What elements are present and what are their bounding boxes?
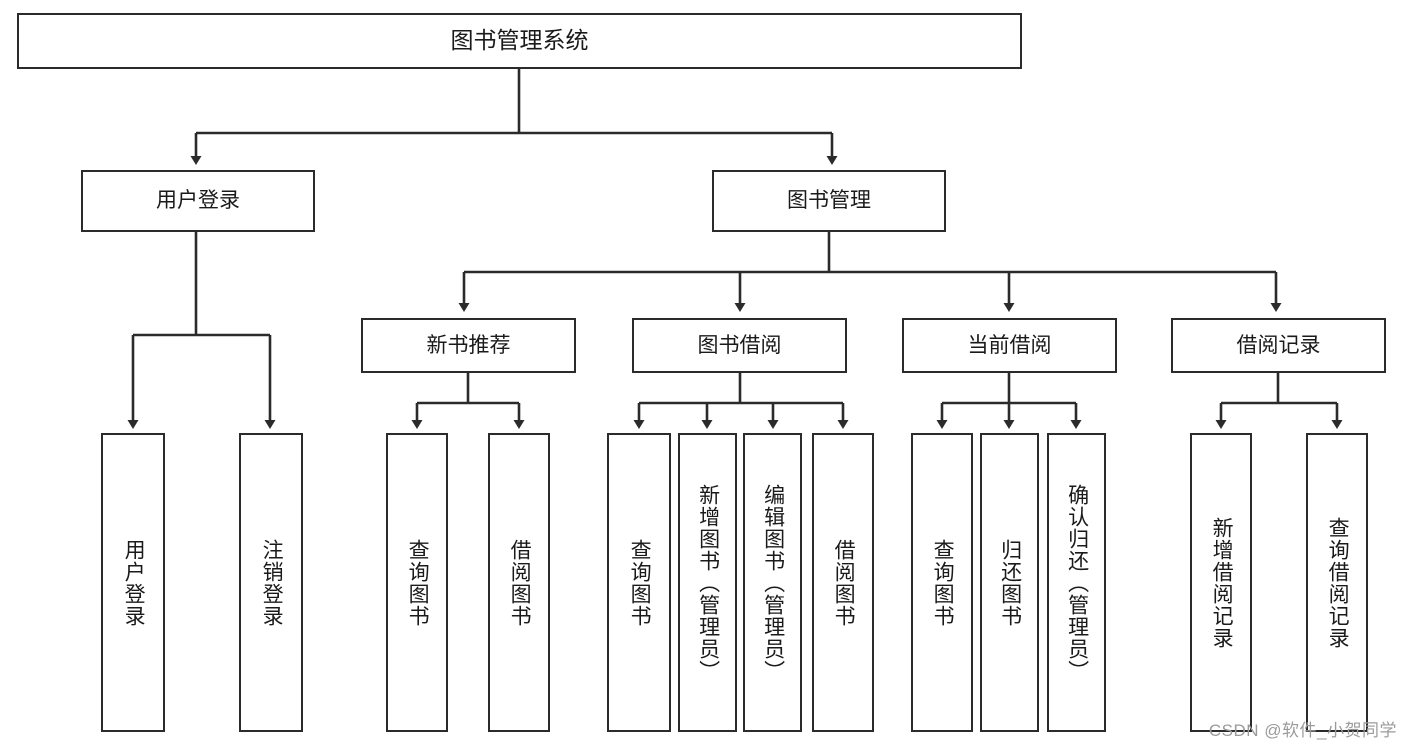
leaf-borrow-borrow-book-label: 借阅图书 [832,538,856,627]
leaf-add-borrow-record[interactable]: 新增借阅记录 [1190,433,1252,732]
leaf-recommend-query-book[interactable]: 查询图书 [386,433,448,732]
leaf-current-confirm-return[interactable]: 确认归还（管理员） [1047,433,1106,732]
leaf-logout-label: 注销登录 [260,538,284,627]
node-root[interactable]: 图书管理系统 [17,13,1022,69]
node-book-management-label: 图书管理 [787,189,871,213]
leaf-recommend-borrow-book[interactable]: 借阅图书 [488,433,550,732]
leaf-borrow-query-book[interactable]: 查询图书 [607,433,671,732]
leaf-borrow-add-book[interactable]: 新增图书（管理员） [678,433,737,732]
leaf-borrow-edit-book[interactable]: 编辑图书（管理员） [743,433,802,732]
leaf-current-query-book[interactable]: 查询图书 [911,433,973,732]
leaf-add-borrow-record-label: 新增借阅记录 [1210,516,1234,649]
leaf-query-borrow-record[interactable]: 查询借阅记录 [1306,433,1368,732]
leaf-user-login[interactable]: 用户登录 [101,433,165,732]
leaf-user-login-label: 用户登录 [122,538,146,627]
leaf-current-return-book-label: 归还图书 [998,538,1022,627]
leaf-current-return-book[interactable]: 归还图书 [980,433,1039,732]
node-book-management[interactable]: 图书管理 [712,170,946,232]
leaf-current-query-book-label: 查询图书 [931,538,955,627]
node-borrow-records[interactable]: 借阅记录 [1171,318,1386,373]
leaf-recommend-borrow-book-label: 借阅图书 [508,538,532,627]
leaf-query-borrow-record-label: 查询借阅记录 [1326,516,1350,649]
node-new-book-recommend-label: 新书推荐 [426,333,511,357]
node-new-book-recommend[interactable]: 新书推荐 [361,318,576,373]
node-current-borrow-label: 当前借阅 [967,333,1052,357]
node-book-borrow[interactable]: 图书借阅 [632,318,847,373]
node-user-login[interactable]: 用户登录 [81,170,315,232]
leaf-borrow-add-book-label: 新增图书（管理员） [696,483,720,682]
node-book-borrow-label: 图书借阅 [697,333,782,357]
csdn-watermark: CSDN @软件_小贺同学 [1208,721,1397,740]
leaf-recommend-query-book-label: 查询图书 [406,538,430,627]
leaf-logout[interactable]: 注销登录 [239,433,303,732]
node-current-borrow[interactable]: 当前借阅 [902,318,1117,373]
leaf-borrow-borrow-book[interactable]: 借阅图书 [812,433,874,732]
node-user-login-label: 用户登录 [156,189,240,213]
leaf-borrow-edit-book-label: 编辑图书（管理员） [761,483,785,682]
node-root-label: 图书管理系统 [450,27,589,54]
leaf-borrow-query-book-label: 查询图书 [628,538,652,627]
node-borrow-records-label: 借阅记录 [1236,333,1321,357]
leaf-current-confirm-return-label: 确认归还（管理员） [1065,483,1089,682]
